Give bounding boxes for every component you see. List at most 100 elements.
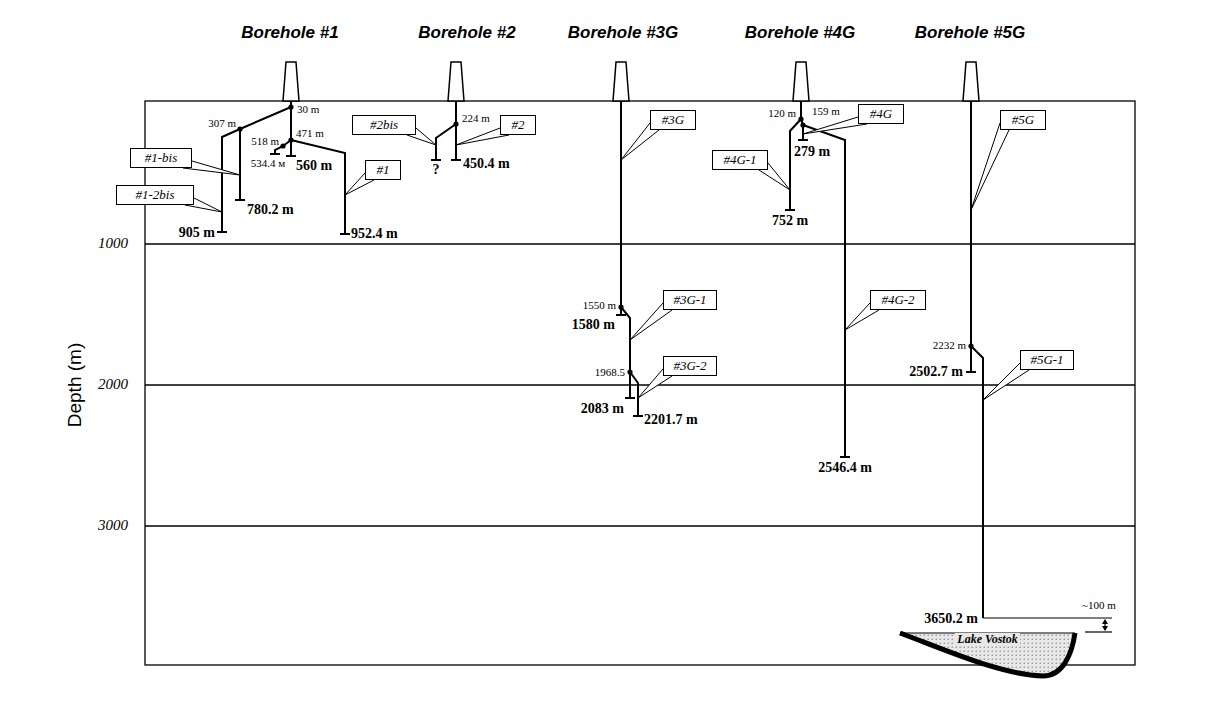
depth-label: 224 m	[462, 112, 490, 124]
callout-text: #2	[512, 118, 525, 132]
depth-label: 1968.5	[595, 366, 625, 378]
callout-box: #4G	[858, 104, 904, 124]
depth-frame	[145, 101, 1135, 665]
callout-text: #4G-1	[723, 153, 756, 167]
depth-label: 3650.2 m	[924, 611, 978, 626]
depth-gridline	[145, 384, 1135, 385]
callout-text: #4G-2	[881, 293, 914, 307]
callout-text: #4G	[870, 107, 892, 121]
callout-text: #2bis	[370, 118, 398, 132]
deviation-point	[798, 116, 803, 121]
callout-box: #1-2bis	[116, 185, 194, 205]
depth-label: ~100 m	[1082, 599, 1116, 611]
callout-text: #1-2bis	[136, 188, 175, 202]
borehole-path	[217, 129, 240, 232]
drill-derrick	[793, 62, 809, 101]
borehole-title: Borehole #4G	[745, 24, 856, 43]
callout-box: #2bis	[352, 115, 416, 135]
callout-box: #3G-2	[663, 356, 717, 376]
borehole-path	[431, 124, 456, 160]
depth-label: 1580 m	[572, 317, 615, 332]
depth-label: 279 m	[794, 144, 830, 159]
lake-bed	[900, 633, 1075, 676]
drill-derrick	[613, 62, 629, 101]
depth-label: 560 m	[296, 158, 332, 173]
callout-text: #3G	[662, 113, 684, 127]
deviation-point	[280, 143, 285, 148]
borehole-title: Borehole #1	[241, 24, 338, 43]
drill-derrick	[963, 62, 979, 101]
deviation-point	[627, 369, 632, 374]
borehole-path	[966, 101, 976, 372]
dimension-line	[1085, 631, 1112, 632]
deviation-point	[968, 343, 973, 348]
arrow-head	[1102, 619, 1108, 624]
dimension-line	[983, 617, 1112, 618]
borehole-path	[971, 346, 983, 618]
callout-box: #1-bis	[130, 148, 192, 168]
deviation-point	[453, 121, 458, 126]
depth-label: 120 m	[768, 107, 796, 119]
borehole-path	[798, 119, 808, 140]
depth-label: 752 m	[772, 213, 808, 228]
borehole-path	[451, 101, 461, 160]
depth-gridline	[145, 525, 1135, 526]
deviation-point	[618, 304, 623, 309]
callout-text: #1-bis	[145, 151, 178, 165]
depth-label: 780.2 m	[247, 202, 294, 217]
axis-tick-label: 2000	[98, 376, 128, 393]
depth-label: 159 m	[812, 105, 840, 117]
depth-label: 905 m	[179, 225, 215, 240]
callout-text: #5G	[1012, 113, 1034, 127]
lake-region: Lake Vostok	[895, 626, 1080, 682]
borehole-title: Borehole #2	[418, 24, 515, 43]
borehole-title: Borehole #3G	[568, 24, 679, 43]
borehole-path	[235, 107, 291, 200]
borehole-title: Borehole #5G	[915, 24, 1026, 43]
deviation-point	[288, 104, 293, 109]
callout-box: #5G-1	[1020, 350, 1074, 370]
drill-derrick	[448, 62, 464, 101]
borehole-path	[616, 101, 626, 315]
depth-label: 2546.4 m	[818, 460, 872, 475]
deviation-point	[237, 126, 242, 131]
callout-pointer	[971, 123, 1009, 210]
callout-text: #1	[377, 163, 390, 177]
callout-box: #2	[500, 115, 536, 135]
callout-text: #3G-2	[673, 359, 706, 373]
depth-label: 307 m	[208, 117, 236, 129]
callout-box: #1	[365, 160, 401, 180]
depth-gridline	[145, 243, 1135, 244]
callout-box: #5G	[1000, 110, 1046, 130]
depth-label: 2502.7 m	[909, 364, 963, 379]
axis-title: Depth (m)	[65, 343, 86, 427]
lake-name: Lake Vostok	[955, 633, 1019, 646]
depth-label: 471 m	[296, 127, 324, 139]
arrow-head	[1102, 626, 1108, 631]
axis-tick-label: 1000	[98, 235, 128, 252]
depth-label: 518 m	[251, 135, 279, 147]
deviation-point	[800, 122, 805, 127]
callout-text: #3G-1	[673, 293, 706, 307]
depth-label: 450.4 m	[463, 156, 510, 171]
depth-label: 534.4 м	[251, 157, 285, 169]
callout-box: #3G	[650, 110, 696, 130]
depth-label: 30 m	[297, 103, 319, 115]
depth-label: ?	[433, 162, 440, 177]
depth-label: 2232 m	[933, 339, 966, 351]
callout-box: #4G-2	[870, 290, 926, 310]
depth-label: 1550 m	[583, 299, 616, 311]
depth-label: 952.4 m	[351, 226, 398, 241]
callout-text: #5G-1	[1030, 353, 1063, 367]
callout-box: #4G-1	[712, 150, 768, 170]
axis-tick-label: 3000	[98, 517, 128, 534]
lake-water	[900, 633, 1075, 676]
borehole-path	[291, 140, 350, 234]
drill-derrick	[283, 62, 299, 101]
depth-label: 2201.7 m	[644, 412, 698, 427]
borehole-path	[803, 125, 850, 457]
callout-box: #3G-1	[663, 290, 717, 310]
borehole-path	[621, 307, 635, 398]
depth-label: 2083 m	[581, 401, 624, 416]
deviation-point	[288, 137, 293, 142]
